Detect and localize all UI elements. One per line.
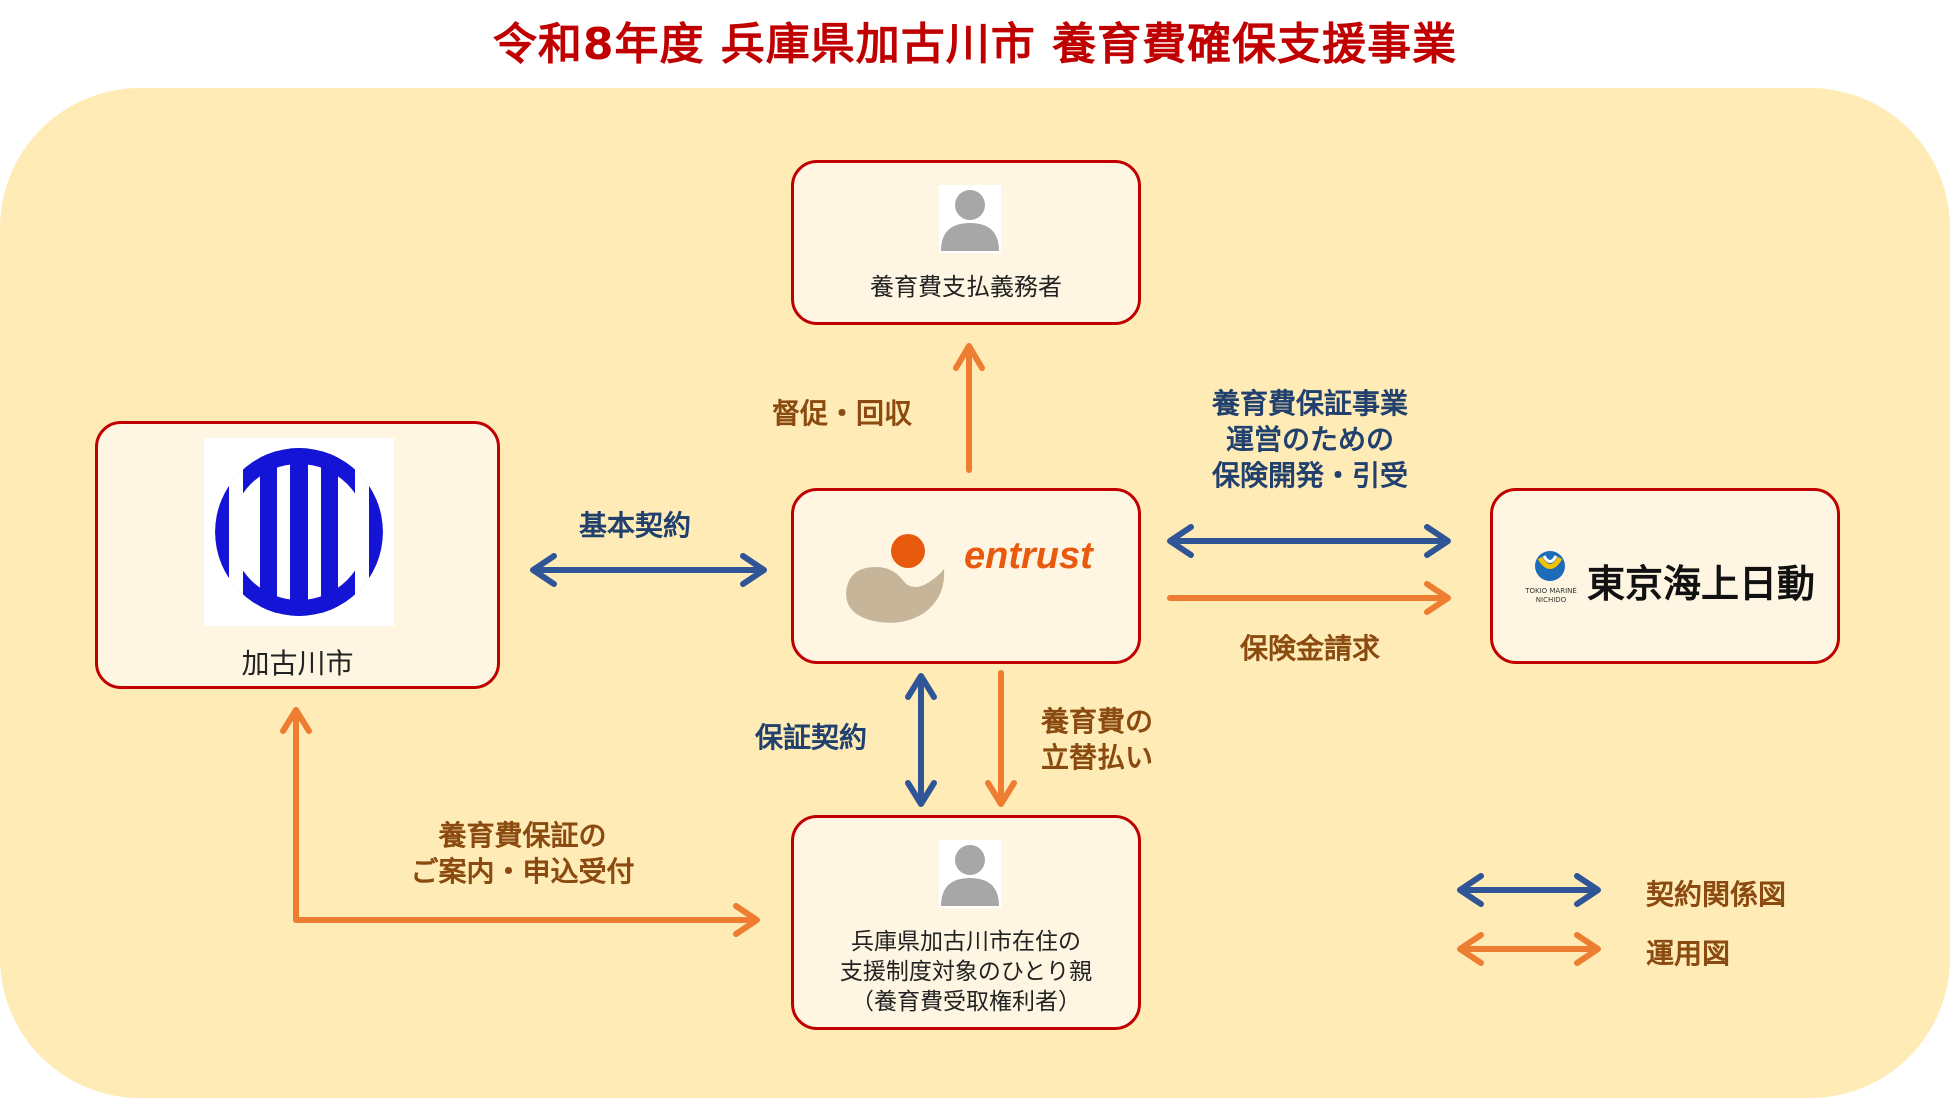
legend-operation-arrow <box>1457 932 1601 966</box>
legend-operation-label: 運用図 <box>1646 937 1731 970</box>
arrow-collect <box>953 343 985 473</box>
parent-label-line2: 支援制度対象のひとり親 <box>839 959 1093 985</box>
legend-contract-arrow <box>1457 873 1601 907</box>
insurer-label: 東京海上日動 <box>1587 562 1816 606</box>
insurer-box: TOKIO MARINE NICHIDO 東京海上日動 <box>1490 488 1840 664</box>
page-title: 令和8年度 兵庫県加古川市 養育費確保支援事業 <box>492 19 1458 70</box>
city-label: 加古川市 <box>241 647 354 680</box>
label-collect: 督促・回収 <box>772 397 913 430</box>
tokio-marine-logo-icon <box>1535 551 1565 581</box>
person-icon <box>939 185 1001 253</box>
label-insurance-line1: 養育費保証事業 <box>1211 387 1408 420</box>
label-advance-line2: 立替払い <box>1041 741 1154 774</box>
arrow-claim <box>1167 581 1451 615</box>
legend-contract-label: 契約関係図 <box>1646 878 1787 911</box>
parent-box: 兵庫県加古川市在住の 支援制度対象のひとり親 （養育費受取権利者） <box>791 815 1141 1030</box>
obligor-box: 養育費支払義務者 <box>791 160 1141 325</box>
parent-label-line1: 兵庫県加古川市在住の <box>851 929 1081 955</box>
label-basic-contract: 基本契約 <box>579 509 692 542</box>
city-emblem <box>204 438 394 626</box>
arrow-basic-contract <box>530 553 767 587</box>
arrow-guide-application <box>280 707 760 937</box>
parent-label-line3: （養育費受取権利者） <box>851 989 1081 1015</box>
label-advance-line1: 養育費の <box>1041 705 1154 738</box>
label-insurance-line3: 保険開発・引受 <box>1211 459 1408 492</box>
label-guide-line1: 養育費保証の <box>438 819 607 852</box>
label-guarantee-contract: 保証契約 <box>755 721 868 754</box>
city-box: 加古川市 <box>95 421 500 689</box>
label-insurance-line2: 運営のための <box>1225 423 1394 456</box>
entrust-logo-text: entrust <box>964 535 1093 577</box>
entrust-box: entrust <box>791 488 1141 664</box>
entrust-logo-mark <box>846 534 945 623</box>
arrow-insurance-contract <box>1167 524 1451 558</box>
label-guide-line2: ご案内・申込受付 <box>410 855 635 888</box>
insurer-small-line2: NICHIDO <box>1535 596 1567 604</box>
label-claim: 保険金請求 <box>1239 632 1380 665</box>
arrow-advance-payment <box>985 670 1017 807</box>
obligor-label: 養育費支払義務者 <box>870 273 1062 301</box>
insurer-small-line1: TOKIO MARINE <box>1525 587 1577 595</box>
arrow-guarantee-contract <box>905 673 937 807</box>
person-icon <box>939 840 1001 908</box>
